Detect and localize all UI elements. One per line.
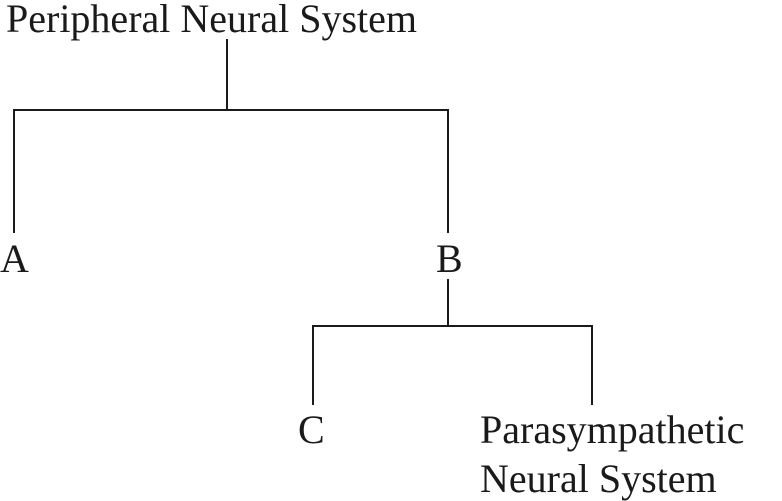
parasympathetic-label-line2: Neural System bbox=[480, 456, 717, 501]
node-a-label: A bbox=[0, 236, 29, 281]
root-node-label: Peripheral Neural System bbox=[6, 0, 417, 41]
node-c-label: C bbox=[298, 407, 325, 452]
node-b-label: B bbox=[436, 236, 463, 281]
parasympathetic-label-line1: Parasympathetic bbox=[480, 407, 744, 452]
